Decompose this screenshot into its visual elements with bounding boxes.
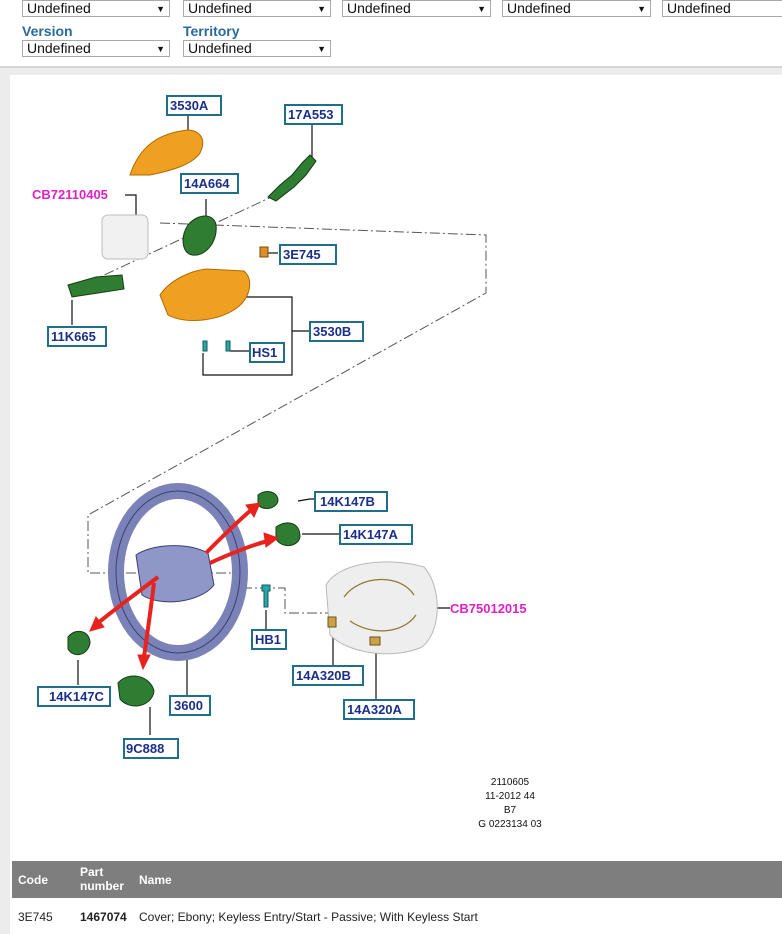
filter-select-5-value: Undefined — [667, 0, 731, 16]
filter-select-5[interactable]: Undefined — [662, 0, 782, 17]
drawing-info-line-3: B7 — [504, 805, 517, 816]
label-3600[interactable]: 3600 — [174, 698, 203, 713]
switch-14K147C — [67, 630, 91, 656]
dropdown-arrow-icon: ▼ — [156, 4, 165, 14]
connector-14A320A — [369, 636, 381, 646]
label-14A320B[interactable]: 14A320B — [296, 668, 351, 683]
territory-select-value: Undefined — [188, 40, 252, 56]
filter-select-1[interactable]: Undefined ▼ — [22, 0, 170, 17]
connector-14A320B — [327, 616, 337, 628]
label-boxes — [37, 95, 415, 759]
lower-shroud-3530B — [159, 268, 251, 321]
row-part-number: 1467074 — [80, 910, 127, 924]
label-17A553[interactable]: 17A553 — [288, 107, 334, 122]
filter-select-4[interactable]: Undefined ▼ — [502, 0, 651, 17]
parts-table-header: Code Part number Name — [12, 861, 782, 898]
version-select[interactable]: Undefined ▼ — [22, 40, 170, 57]
territory-select[interactable]: Undefined ▼ — [183, 40, 331, 57]
label-14K147C[interactable]: 14K147C — [49, 689, 105, 704]
bolt-HB1 — [261, 584, 271, 608]
switch-17A553 — [267, 154, 317, 202]
filter-select-3-value: Undefined — [347, 0, 411, 16]
switch-9C888 — [117, 675, 155, 707]
dropdown-arrow-icon: ▼ — [317, 44, 326, 54]
drawing-info-line-2: 11-2012 44 — [485, 791, 535, 802]
diagram-panel: 3530A 17A553 CB72110405 14A664 3E745 353… — [10, 75, 782, 934]
filter-select-3[interactable]: Undefined ▼ — [342, 0, 491, 17]
dropdown-arrow-icon: ▼ — [156, 44, 165, 54]
drawing-info-line-1: 2110605 — [491, 777, 530, 788]
version-label: Version — [22, 23, 73, 39]
label-9C888[interactable]: 9C888 — [126, 741, 164, 756]
version-select-value: Undefined — [27, 40, 91, 56]
header-part-line1: Part — [80, 865, 104, 879]
label-CB75012015[interactable]: CB75012015 — [450, 601, 527, 616]
part-3E745 — [259, 246, 269, 258]
steering-wheel-3600 — [108, 483, 248, 661]
upper-shroud-3530A — [129, 129, 204, 176]
label-14K147A[interactable]: 14K147A — [343, 527, 399, 542]
screw-hs1-left — [202, 340, 208, 352]
module-CB72110405 — [101, 214, 149, 260]
dropdown-arrow-icon: ▼ — [477, 4, 486, 14]
label-HB1[interactable]: HB1 — [255, 632, 281, 647]
label-3530B[interactable]: 3530B — [313, 324, 351, 339]
filter-bar: Undefined ▼ Undefined ▼ Undefined ▼ Unde… — [0, 0, 782, 68]
screw-hs1-right — [225, 340, 231, 352]
label-3530A[interactable]: 3530A — [170, 98, 209, 113]
drawing-info-line-4: G 0223134 03 — [478, 819, 542, 830]
filter-select-1-value: Undefined — [27, 0, 91, 16]
label-HS1[interactable]: HS1 — [252, 345, 277, 360]
label-14K147B[interactable]: 14K147B — [320, 494, 375, 509]
switch-11K665 — [67, 274, 125, 298]
label-3E745[interactable]: 3E745 — [283, 247, 321, 262]
header-part-line2: number — [80, 879, 125, 893]
switch-14K147A — [275, 522, 301, 546]
red-direction-arrows — [89, 502, 280, 671]
table-row[interactable]: 3E745 1467074 Cover; Ebony; Keyless Entr… — [12, 898, 782, 934]
airbag-CB75012015 — [325, 561, 438, 655]
clockspring-14A664 — [182, 215, 217, 256]
label-14A664[interactable]: 14A664 — [184, 176, 230, 191]
label-14A320A[interactable]: 14A320A — [347, 702, 403, 717]
drawing-info: 2110605 11-2012 44 B7 G 0223134 03 — [478, 777, 542, 830]
exploded-parts-diagram: 3530A 17A553 CB72110405 14A664 3E745 353… — [32, 95, 542, 830]
row-name: Cover; Ebony; Keyless Entry/Start - Pass… — [139, 910, 478, 924]
filter-select-2[interactable]: Undefined ▼ — [183, 0, 331, 17]
header-code: Code — [18, 873, 48, 887]
territory-label: Territory — [183, 23, 240, 39]
row-code: 3E745 — [18, 910, 53, 924]
label-11K665[interactable]: 11K665 — [51, 329, 96, 344]
dropdown-arrow-icon: ▼ — [317, 4, 326, 14]
header-name: Name — [139, 873, 172, 887]
dropdown-arrow-icon: ▼ — [637, 4, 646, 14]
filter-select-2-value: Undefined — [188, 0, 252, 16]
filter-select-4-value: Undefined — [507, 0, 571, 16]
label-CB72110405[interactable]: CB72110405 — [32, 187, 108, 202]
switch-14K147B — [257, 491, 279, 509]
